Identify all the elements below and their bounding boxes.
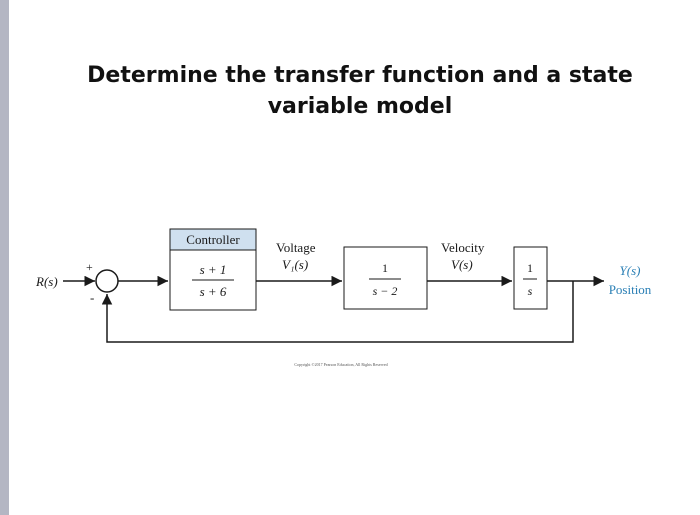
feedback-path [101,281,574,343]
plant-block [343,246,428,310]
controller-numerator: s + 1 [200,262,227,277]
copyright-note: Copyright ©2017 Pearson Education, All R… [294,362,387,368]
plant-denominator: s − 2 [373,284,398,298]
voltage-symbol: V₁(s) [282,257,308,272]
output-symbol: Y(s) [620,263,641,278]
left-rail [0,0,9,515]
title-line-2: variable model [267,94,453,119]
velocity-label: Velocity [441,240,485,255]
input-label: R(s) [35,274,58,289]
title-line-1: Determine the transfer function and a st… [87,63,633,88]
integrator-block [513,246,548,310]
velocity-symbol: V(s) [451,257,473,272]
plus-sign: + [86,260,93,274]
plant-numerator: 1 [382,261,388,275]
controller-denominator: s + 6 [200,284,227,299]
integrator-denominator: s [528,284,533,298]
summing-junction [95,269,119,293]
voltage-label: Voltage [276,240,316,255]
output-label: Position [609,282,652,297]
minus-sign: - [90,290,94,305]
slide-title: Determine the transfer function and a st… [30,60,690,122]
integrator-numerator: 1 [527,261,533,275]
controller-header-label: Controller [186,232,240,247]
